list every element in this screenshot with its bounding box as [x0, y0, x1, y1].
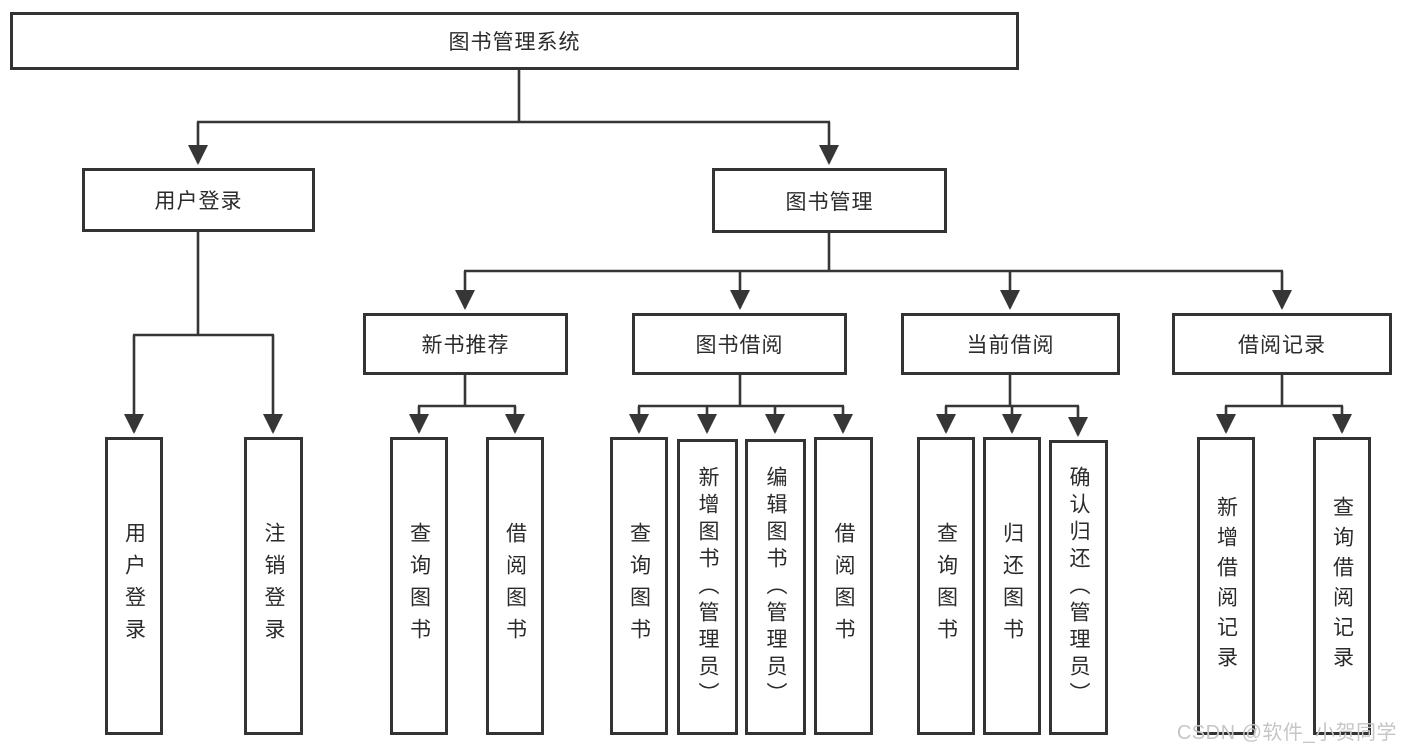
node-label: 新书推荐: [421, 334, 510, 357]
leaf-user-login: 用户登录: [105, 437, 163, 735]
node-user-login: 用户登录: [82, 168, 315, 232]
leaf-query-books-current: 查询图书: [917, 437, 975, 735]
node-label: 新增图书（管理员）: [696, 465, 719, 709]
node-label: 注销登录: [262, 522, 285, 650]
leaf-return-books: 归还图书: [983, 437, 1041, 735]
node-label: 图书管理系统: [448, 31, 581, 54]
node-label: 图书管理: [785, 190, 874, 214]
connector-book-borrow-children: [629, 375, 853, 434]
leaf-borrow-books-recommend: 借阅图书: [486, 437, 544, 735]
connector-user-login-children: [124, 232, 283, 434]
node-label: 图书借阅: [695, 334, 784, 357]
node-new-book-recommend: 新书推荐: [363, 313, 568, 375]
connector-current-borrow-children: [936, 375, 1088, 437]
node-label: 借阅图书: [503, 522, 527, 650]
leaf-add-borrow-record: 新增借阅记录: [1197, 437, 1255, 735]
connector-book-mgmt-sections: [455, 233, 1292, 310]
node-label: 查询图书: [627, 522, 651, 650]
leaf-add-books-admin: 新增图书（管理员）: [677, 439, 738, 735]
node-root-system: 图书管理系统: [10, 12, 1019, 70]
connector-root-to-branches: [188, 70, 839, 165]
leaf-borrow-books: 借阅图书: [814, 437, 873, 735]
leaf-logout: 注销登录: [244, 437, 303, 735]
node-label: 当前借阅: [966, 334, 1055, 357]
leaf-confirm-return-admin: 确认归还（管理员）: [1049, 440, 1108, 735]
node-book-borrow: 图书借阅: [632, 313, 847, 375]
node-label: 借阅图书: [832, 522, 855, 650]
node-label: 确认归还（管理员）: [1067, 466, 1090, 709]
node-label: 查询借阅记录: [1330, 496, 1354, 676]
connector-new-book-children: [409, 375, 525, 434]
node-label: 查询图书: [407, 522, 431, 650]
connector-borrow-record-children: [1216, 375, 1352, 434]
node-borrow-records: 借阅记录: [1172, 313, 1392, 375]
node-current-borrow: 当前借阅: [901, 313, 1120, 375]
csdn-watermark: CSDN @软件_小贺同学: [1176, 722, 1397, 744]
node-label: 用户登录: [122, 522, 146, 650]
leaf-edit-books-admin: 编辑图书（管理员）: [745, 439, 806, 735]
node-book-management: 图书管理: [712, 168, 947, 233]
leaf-query-borrow-record: 查询借阅记录: [1313, 437, 1371, 735]
node-label: 新增借阅记录: [1214, 496, 1238, 676]
leaf-query-books-recommend: 查询图书: [390, 437, 448, 735]
node-label: 编辑图书（管理员）: [764, 465, 787, 709]
node-label: 查询图书: [934, 522, 958, 650]
node-label: 归还图书: [1000, 522, 1024, 650]
leaf-query-books-borrow: 查询图书: [610, 437, 668, 735]
node-label: 借阅记录: [1238, 334, 1326, 357]
node-label: 用户登录: [154, 190, 243, 213]
